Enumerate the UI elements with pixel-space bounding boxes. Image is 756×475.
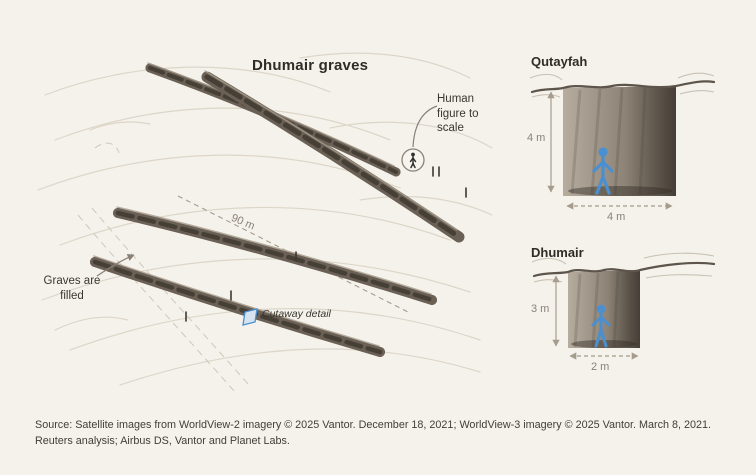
- qutayfah-pit: [563, 86, 676, 196]
- qutayfah-floor-shadow: [568, 186, 672, 196]
- human-scale-callout: [401, 105, 438, 172]
- cutaway-marker: [242, 308, 258, 326]
- callout-line: [412, 105, 438, 148]
- trench-4: [90, 255, 385, 357]
- road-sketch: [77, 142, 250, 393]
- dhumair-ground-sketch: [531, 252, 715, 283]
- trenches: [90, 62, 465, 357]
- human-figure-icon: [409, 152, 417, 169]
- dhumair-rim: [532, 261, 716, 278]
- source-attribution: Source: Satellite images from WorldView-…: [35, 419, 712, 448]
- graves-filled-label: Graves are filled: [43, 275, 101, 302]
- dhumair-section: [531, 252, 716, 360]
- human-scale-label: Human figure to scale: [437, 93, 479, 135]
- trench-3: [113, 206, 437, 305]
- qutayfah-depth-label: 4 m: [527, 132, 546, 144]
- dhumair-depth-label: 3 m: [531, 303, 550, 315]
- diagram-title: Dhumair graves: [252, 57, 369, 74]
- qutayfah-ground-sketch: [529, 72, 715, 98]
- qutayfah-rim: [530, 80, 716, 94]
- dhumair-figure-icon: [591, 304, 611, 348]
- qutayfah-figure-icon: [592, 147, 614, 195]
- graves-filled-arrow: [96, 254, 135, 277]
- dhumair-width-label: 2 m: [591, 361, 610, 373]
- cutaway-label: Cutaway detail: [262, 308, 331, 320]
- scale-figure-ticks: [185, 166, 467, 322]
- dhumair-title: Dhumair: [531, 245, 584, 260]
- qutayfah-pit-texture: [570, 86, 647, 196]
- qutayfah-width-label: 4 m: [607, 211, 626, 223]
- qutayfah-section: [529, 72, 716, 210]
- dhumair-pit-texture: [573, 271, 620, 348]
- qutayfah-title: Qutayfah: [531, 54, 588, 69]
- trench-2: [201, 70, 465, 243]
